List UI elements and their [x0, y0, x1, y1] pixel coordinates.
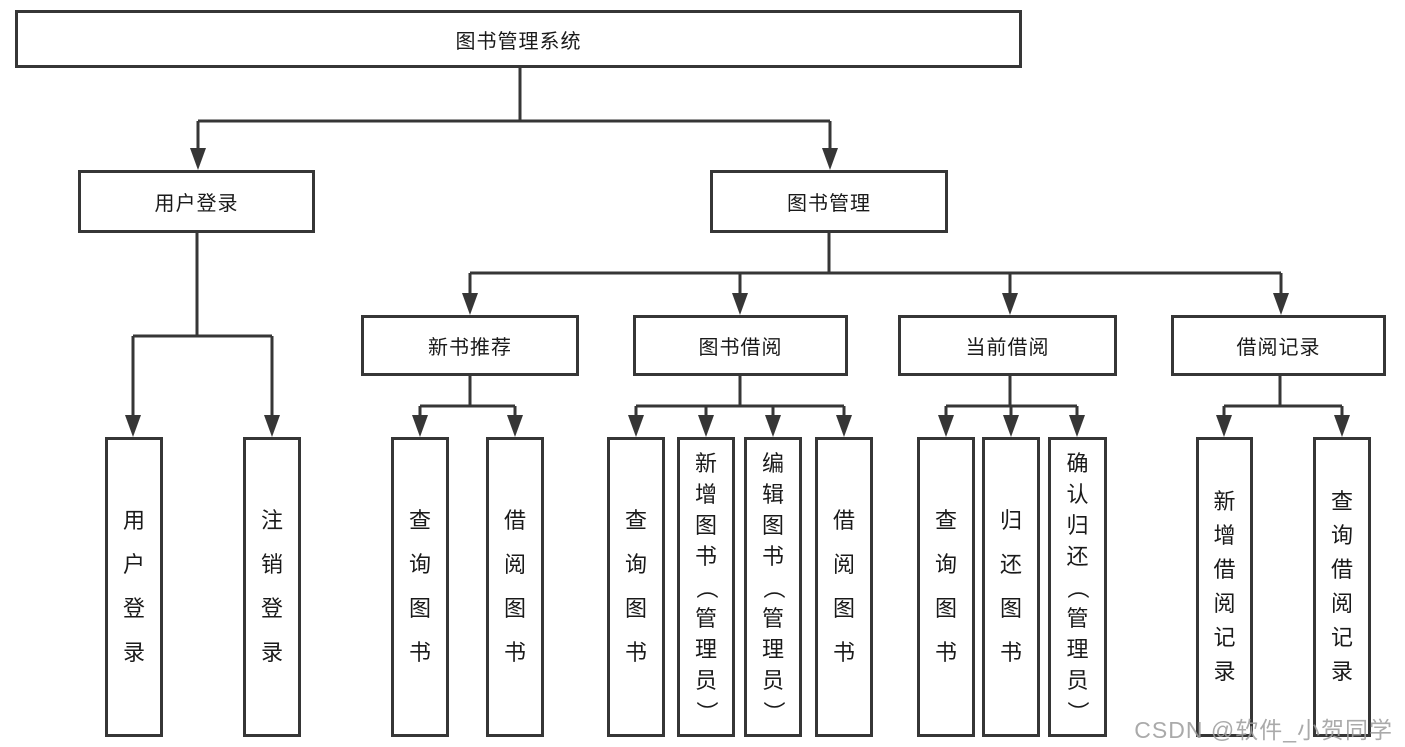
node-book-management-label: 图书管理 — [787, 193, 871, 215]
node-current-borrow: 当前借阅 — [898, 315, 1117, 376]
node-borrow-records: 借阅记录 — [1171, 315, 1386, 376]
leaf-user-login: 用户登录 — [105, 437, 163, 737]
leaf-query-books-current-label: 查询图书 — [934, 508, 957, 665]
leaf-edit-books-admin: 编辑图书（管理员） — [744, 437, 802, 737]
leaf-borrow-books-recommend-label: 借阅图书 — [503, 508, 526, 665]
leaf-query-borrow-record: 查询借阅记录 — [1313, 437, 1371, 737]
leaf-borrow-books-recommend: 借阅图书 — [486, 437, 544, 737]
node-book-borrow: 图书借阅 — [633, 315, 848, 376]
leaf-query-books-borrow: 查询图书 — [607, 437, 665, 737]
arrowheads — [125, 148, 1350, 437]
leaf-add-books-admin: 新增图书（管理员） — [677, 437, 735, 737]
node-book-borrow-label: 图书借阅 — [698, 337, 783, 359]
leaf-query-books-recommend: 查询图书 — [391, 437, 449, 737]
node-root: 图书管理系统 — [15, 10, 1022, 68]
leaf-add-books-admin-label: 新增图书（管理员） — [693, 451, 719, 724]
node-book-management: 图书管理 — [710, 170, 948, 233]
leaf-borrow-books-borrow: 借阅图书 — [815, 437, 873, 737]
leaf-add-borrow-record-label: 新增借阅记录 — [1213, 489, 1236, 684]
leaf-add-borrow-record: 新增借阅记录 — [1196, 437, 1253, 737]
leaf-logout: 注销登录 — [243, 437, 301, 737]
leaf-query-borrow-record-label: 查询借阅记录 — [1330, 489, 1353, 684]
leaf-confirm-return-admin: 确认归还（管理员） — [1048, 437, 1107, 737]
leaf-edit-books-admin-label: 编辑图书（管理员） — [760, 451, 786, 724]
node-new-book-recommend-label: 新书推荐 — [428, 337, 512, 359]
node-root-label: 图书管理系统 — [455, 30, 582, 53]
leaf-query-books-borrow-label: 查询图书 — [624, 508, 647, 665]
leaf-return-books: 归还图书 — [982, 437, 1040, 737]
node-user-login-label: 用户登录 — [154, 193, 239, 215]
leaf-user-login-label: 用户登录 — [122, 508, 145, 665]
leaf-confirm-return-admin-label: 确认归还（管理员） — [1065, 451, 1091, 724]
node-new-book-recommend: 新书推荐 — [361, 315, 579, 376]
leaf-query-books-recommend-label: 查询图书 — [408, 508, 431, 665]
node-borrow-records-label: 借阅记录 — [1236, 337, 1321, 359]
node-current-borrow-label: 当前借阅 — [965, 337, 1050, 359]
leaf-logout-label: 注销登录 — [260, 508, 283, 665]
node-user-login: 用户登录 — [78, 170, 315, 233]
leaf-query-books-current: 查询图书 — [917, 437, 975, 737]
leaf-return-books-label: 归还图书 — [999, 508, 1022, 665]
leaf-borrow-books-borrow-label: 借阅图书 — [832, 508, 855, 665]
